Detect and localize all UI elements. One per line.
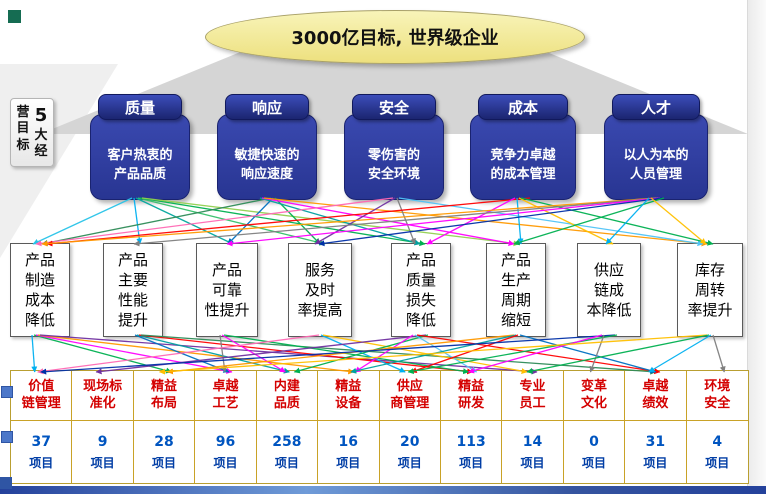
program-count: 20 [399, 433, 420, 450]
program-count: 258 [272, 433, 302, 450]
program-count: 0 [589, 433, 599, 450]
program-header-built-in-quality: 内建 品质 [256, 371, 319, 421]
metric-box-performance-improvement: 产品 主要 性能 提升 [103, 243, 163, 337]
program-count-cell: 258 项目 [257, 421, 319, 483]
program-count: 16 [338, 433, 359, 450]
program-unit: 项目 [643, 455, 668, 470]
program-count-cell: 28 项目 [134, 421, 196, 483]
side-label-right-column: 5大经 [34, 105, 48, 159]
program-header-professional-staff: 专业 员工 [502, 371, 564, 421]
program-header-lean-equipment: 精益 设备 [318, 371, 380, 421]
program-count-cell: 96 项目 [195, 421, 257, 483]
five-goals-side-label: 营目标 5大经 [10, 98, 54, 167]
program-header-site-standardization: 现场标 准化 [72, 371, 134, 421]
program-header-ehs: 环境 安全 [686, 371, 748, 421]
goal-desc-safety: 零伤害的 安全环境 [344, 114, 444, 200]
fan-shape [40, 46, 748, 134]
metric-box-mfg-cost-reduction: 产品 制造 成本 降低 [10, 243, 70, 337]
program-count-cell: 14 项目 [502, 421, 564, 483]
goal-desc-cost: 竞争力卓越 的成本管理 [470, 114, 576, 200]
program-count-cell: 31 项目 [625, 421, 687, 483]
program-unit: 项目 [459, 455, 484, 470]
metric-box-reliability-improvement: 产品 可靠 性提升 [196, 243, 258, 337]
program-count-cell: 20 项目 [380, 421, 441, 483]
goal-desc-quality: 客户热衷的 产品品质 [90, 114, 190, 200]
table-row-bullet-icon [1, 431, 13, 443]
goal-box-response: 响应 敏捷快速的 响应速度 [217, 94, 317, 200]
page-title: 3000亿目标, 世界级企业 [291, 28, 499, 49]
program-unit: 项目 [336, 455, 361, 470]
program-count-cell: 37 项目 [11, 421, 73, 483]
program-count: 14 [522, 433, 543, 450]
program-count: 28 [154, 433, 174, 450]
program-count: 113 [456, 433, 486, 450]
corner-accent-square-icon [8, 10, 21, 23]
program-unit: 项目 [520, 455, 545, 470]
program-count: 9 [97, 433, 108, 450]
program-unit: 项目 [29, 455, 54, 470]
program-count-cell: 0 项目 [564, 421, 626, 483]
program-header-supplier-mgmt: 供应 商管理 [379, 371, 441, 421]
metric-box-service-timeliness: 服务 及时 率提高 [288, 243, 352, 337]
program-count: 37 [31, 433, 51, 450]
metric-box-inventory-turnover: 库存 周转 率提升 [677, 243, 743, 337]
program-header-process-excellence: 卓越 工艺 [195, 371, 257, 421]
program-count-cell: 4 项目 [687, 421, 748, 483]
program-header-lean-rnd: 精益 研发 [440, 371, 503, 421]
goal-box-cost: 成本 竞争力卓越 的成本管理 [470, 94, 576, 200]
goal-label-response: 响应 [225, 94, 309, 120]
bottom-accent-square-icon [0, 477, 12, 489]
program-unit: 项目 [581, 455, 606, 470]
bottom-bar [0, 486, 766, 494]
program-unit: 项目 [397, 455, 422, 470]
title-ellipse: 3000亿目标, 世界级企业 [205, 10, 585, 64]
goal-desc-talent: 以人为本的 人员管理 [604, 114, 708, 200]
program-unit: 项目 [90, 455, 115, 470]
program-header-lean-layout: 精益 布局 [133, 371, 196, 421]
right-edge-strip [747, 0, 766, 486]
program-header-change-culture: 变革 文化 [563, 371, 626, 421]
program-header-performance-excellence: 卓越 绩效 [625, 371, 687, 421]
program-unit: 项目 [274, 455, 299, 470]
goal-label-cost: 成本 [478, 94, 568, 120]
side-label-left-column: 营目标 [16, 105, 30, 153]
program-header-value-chain: 价值 链管理 [11, 371, 73, 421]
goal-label-safety: 安全 [352, 94, 436, 120]
program-count-cell: 9 项目 [72, 421, 134, 483]
program-count: 96 [215, 433, 236, 450]
program-count-cell: 113 项目 [441, 421, 503, 483]
table-row-bullet-icon [1, 386, 13, 398]
metric-box-production-cycle: 产品 生产 周期 缩短 [486, 243, 546, 337]
goal-desc-response: 敏捷快速的 响应速度 [217, 114, 317, 200]
program-count-cell: 16 项目 [318, 421, 380, 483]
program-unit: 项目 [705, 455, 730, 470]
goal-box-quality: 质量 客户热衷的 产品品质 [90, 94, 190, 200]
metric-box-supply-chain-cost: 供应 链成 本降低 [577, 243, 641, 337]
program-unit: 项目 [213, 455, 238, 470]
goal-box-safety: 安全 零伤害的 安全环境 [344, 94, 444, 200]
program-unit: 项目 [152, 455, 177, 470]
goal-label-quality: 质量 [98, 94, 182, 120]
goal-label-talent: 人才 [612, 94, 700, 120]
metric-box-quality-loss-reduction: 产品 质量 损失 降低 [391, 243, 451, 337]
program-count: 4 [712, 433, 723, 450]
goal-box-talent: 人才 以人为本的 人员管理 [604, 94, 708, 200]
program-table: 价值 链管理 现场标 准化 精益 布局 卓越 工艺 内建 品质 精益 设备 供应… [10, 370, 749, 484]
program-count: 31 [645, 433, 666, 450]
